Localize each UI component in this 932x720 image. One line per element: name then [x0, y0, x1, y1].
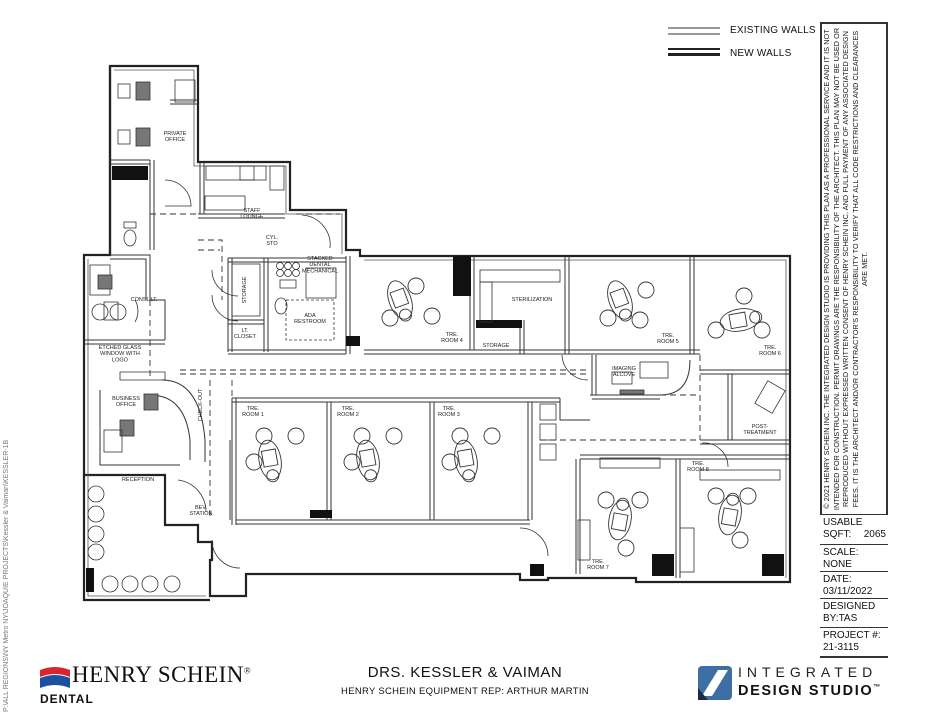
usable-label: USABLE	[823, 517, 863, 528]
label-bev-station: BEV.STATION	[189, 505, 212, 517]
dental-chair	[356, 439, 380, 483]
scale-cell: SCALE: NONE	[820, 544, 888, 571]
project-label: PROJECT #:	[823, 630, 881, 641]
inner-exterior-lines	[87, 69, 787, 597]
date-label: DATE:	[823, 574, 852, 585]
designed-label: DESIGNED	[823, 601, 876, 612]
designed-cell: DESIGNED BY:TAS	[820, 598, 888, 627]
footer-subtitle: HENRY SCHEIN EQUIPMENT REP: ARTHUR MARTI…	[341, 686, 589, 697]
date-value: 03/11/2022	[823, 586, 873, 597]
henry-schein-reg: ®	[243, 665, 252, 676]
scale-value: NONE	[823, 559, 852, 570]
scale-label: SCALE:	[823, 547, 859, 558]
sqft-row: SQFT: 2065	[823, 529, 886, 541]
ids-line2: DESIGN STUDIO™	[738, 683, 882, 699]
disclaimer-box: © 2021 HENRY SCHEIN INC. THE INTEGRATED …	[822, 26, 886, 512]
new-wall-blocks	[86, 166, 784, 592]
legend-new-walls: NEW WALLS	[730, 48, 792, 59]
furniture	[87, 79, 786, 593]
file-path-box: P:\ALL REGIONS\NY Metro NY\JOAQUIE PROJE…	[2, 402, 12, 712]
designed-value: BY:TAS	[823, 613, 858, 624]
dental-chair	[718, 492, 742, 536]
label-lt-closet: LT.CLOSET	[234, 328, 257, 340]
label-sterilization: STERILIZATION	[512, 297, 553, 303]
label-tre-room-2: TRE.ROOM 2	[337, 406, 359, 418]
label-tre-room-3: TRE.ROOM 3	[438, 406, 460, 418]
date-cell: DATE: 03/11/2022	[820, 571, 888, 598]
henry-schein-dental: DENTAL	[40, 692, 94, 706]
dental-chair	[719, 308, 763, 332]
dental-chair	[607, 280, 633, 322]
project-value: 21-3115	[823, 642, 859, 653]
ids-tm: ™	[873, 684, 882, 692]
label-storage-vertical: STORAGE	[242, 276, 248, 303]
label-tre-room-7: TRE.ROOM 7	[587, 559, 609, 571]
label-tre-room-4: TRE.ROOM 4	[441, 332, 463, 344]
henry-schein-name: HENRY SCHEIN®	[72, 662, 251, 688]
label-check-out: CHECK-OUT	[198, 388, 204, 421]
label-storage-small: STORAGE	[483, 343, 510, 349]
sqft-cell: USABLE SQFT: 2065	[820, 514, 888, 544]
interior-walls	[84, 99, 790, 578]
label-tre-room-5: TRE.ROOM 5	[657, 333, 679, 345]
sqft-label: SQFT:	[823, 529, 852, 540]
label-tre-room-8: TRE.ROOM 8	[687, 461, 709, 473]
door-swings	[134, 179, 729, 569]
dental-chair	[608, 497, 632, 541]
henry-schein-flag-icon	[40, 667, 70, 688]
label-consult: CONSULT.	[131, 297, 158, 303]
label-tre-room-6: TRE.ROOM 6	[759, 345, 781, 357]
label-post-treatment: POST-TREATMENT	[743, 424, 777, 436]
ids-line2-text: DESIGN STUDIO	[738, 683, 874, 699]
legend	[668, 27, 720, 56]
dental-chair	[258, 439, 282, 483]
henry-schein-logo: HENRY SCHEIN® DENTAL	[40, 662, 260, 712]
dental-chair	[387, 280, 413, 322]
disclaimer-text: © 2021 HENRY SCHEIN INC. THE INTEGRATED …	[822, 27, 870, 511]
dental-chair	[454, 439, 478, 483]
sqft-value: 2065	[863, 529, 886, 540]
label-reception: RECEPTION	[122, 477, 154, 483]
henry-schein-name-text: HENRY SCHEIN	[72, 662, 244, 687]
ids-logo: INTEGRATED DESIGN STUDIO™	[698, 664, 898, 704]
label-tre-room-1: TRE.ROOM 1	[242, 406, 264, 418]
legend-existing-walls: EXISTING WALLS	[730, 25, 816, 36]
label-cyl-sto: CYL.STO	[266, 235, 279, 247]
project-cell: PROJECT #: 21-3115	[820, 627, 888, 656]
dental-chairs	[245, 277, 771, 557]
ids-mark-icon	[698, 666, 732, 700]
file-path: P:\ALL REGIONS\NY Metro NY\JOAQUIE PROJE…	[3, 439, 10, 712]
dashed-lines	[149, 213, 701, 520]
footer-title: DRS. KESSLER & VAIMAN	[367, 664, 563, 681]
ids-line1: INTEGRATED	[738, 664, 878, 680]
